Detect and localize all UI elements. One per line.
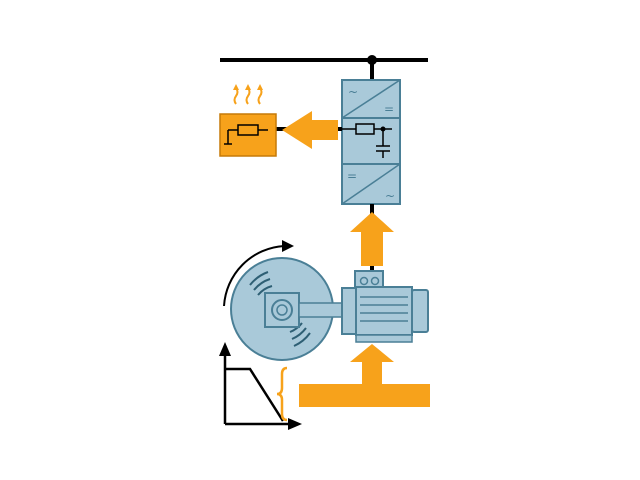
rectifier-dc-symbol: = [384,102,394,116]
braking-resistor-icon [219,113,277,157]
heat-dissipation-icon [233,84,263,105]
dc-link-circuit-icon [342,123,392,158]
rotation-arrow-icon [223,240,294,307]
speed-ramp-graph-icon [219,342,302,430]
energy-flow-arrow-icon [350,212,394,266]
rectifier-ac-symbol: ~ [348,85,358,99]
electric-motor-icon [341,270,429,343]
inverter-dc-symbol: = [347,169,357,183]
frequency-converter-icon: ~ = = ~ [341,79,401,205]
dc-bus-line-icon [220,55,428,80]
flywheel-load-icon [230,257,348,361]
energy-flow-arrow-icon [299,344,430,407]
energy-flow-arrow-icon [282,111,338,149]
inverter-ac-symbol: ~ [385,189,395,203]
